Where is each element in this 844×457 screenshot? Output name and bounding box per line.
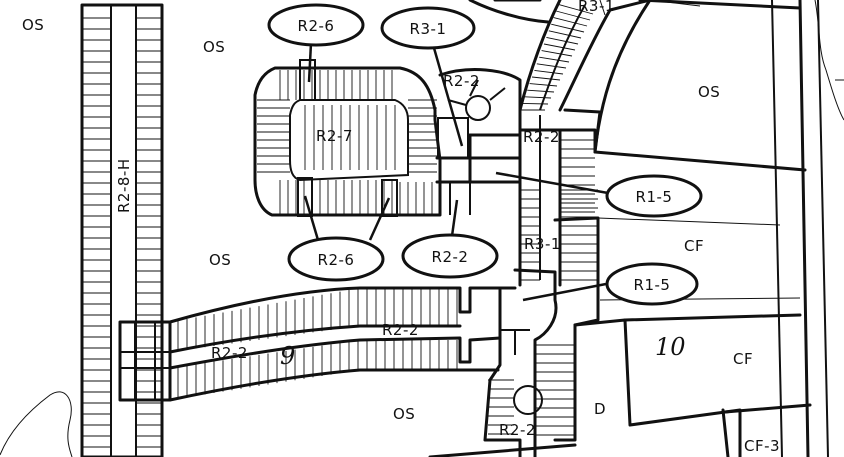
zone-label-d: D — [594, 400, 606, 418]
lot-line — [522, 102, 549, 105]
lot-line — [551, 23, 585, 33]
leader-r2-6-bottom-left — [303, 195, 320, 241]
lot-line — [558, 3, 594, 15]
zone-label-os-nw: OS — [22, 16, 44, 34]
callout-label: R2-6 — [318, 251, 355, 269]
callout-leaders — [303, 42, 609, 302]
callout-label: R2-2 — [432, 248, 469, 266]
zone-label-r2-2-right: R2-2 — [523, 128, 560, 146]
leader-r3-1-top — [432, 47, 464, 147]
r2-8-h-lot-strip — [80, 3, 164, 457]
lot-line — [529, 83, 558, 87]
zone-label-r2-2-top: R2-2 — [443, 72, 480, 90]
south-cul-de-sac — [483, 288, 577, 457]
parcel-number-10: 10 — [655, 333, 686, 361]
parcel-number-9: 9 — [280, 342, 295, 370]
zone-label-r3-1-mid: R3-1 — [524, 235, 561, 253]
r2-7-block — [253, 59, 522, 217]
callout-r2-6-top: R2-6 — [267, 3, 365, 47]
callout-r1-5-a: R1-5 — [605, 174, 703, 218]
lot-line — [546, 36, 579, 45]
zone-label-r2-2-bottom: R2-2 — [499, 421, 536, 439]
east-boundaries — [593, 0, 829, 457]
zone-label-cf-east: CF — [684, 237, 704, 255]
leader-r1-5-a — [495, 171, 609, 195]
callout-r2-6-bottom: R2-6 — [287, 236, 385, 282]
ne-curved-lots — [468, 0, 652, 152]
callout-r2-2-bottom: R2-2 — [401, 233, 499, 279]
zone-label-cf-south: CF — [733, 350, 753, 368]
lot-line — [548, 30, 582, 39]
lot-line — [527, 89, 555, 93]
zone-label-os-top: OS — [203, 38, 225, 56]
lot-line — [541, 50, 573, 57]
zone-label-r2-2-west: R2-2 — [211, 344, 248, 362]
leader-r2-6-bottom-right — [368, 197, 391, 241]
top-cul-de-sac — [438, 68, 522, 121]
callout-label: R3-1 — [410, 20, 447, 38]
callout-r1-5-b: R1-5 — [605, 262, 699, 306]
south-east-parcels — [428, 313, 812, 457]
lot-line — [524, 96, 552, 99]
lot-line — [553, 17, 588, 27]
leader-r2-2-bottom — [450, 199, 459, 237]
callout-label: R2-6 — [298, 17, 335, 35]
callout-label: R1-5 — [634, 276, 671, 294]
zone-label-r2-2-road: R2-2 — [382, 321, 419, 339]
lot-line — [536, 63, 567, 69]
central-r3-1-strip — [513, 108, 602, 457]
zone-label-r2-8-h: R2-8-H — [115, 158, 133, 213]
zone-label-r3-1-ne: R3-1 — [578, 0, 615, 15]
lot-line — [531, 76, 561, 81]
zone-label-os-mid: OS — [209, 251, 231, 269]
lot-line — [555, 10, 591, 21]
leader-r1-5-b — [522, 282, 607, 302]
west-curving-road — [118, 286, 517, 402]
zone-label-os-ne: OS — [698, 83, 720, 101]
zone-label-cf-3: CF-3 — [744, 437, 780, 455]
callout-label: R1-5 — [636, 188, 673, 206]
callout-r3-1-top: R3-1 — [380, 6, 476, 50]
zone-labels: OS OS OS OS OS R3-1 R2-8-H R2-7 R2-2 R2-… — [22, 0, 780, 455]
zone-label-os-south: OS — [393, 405, 415, 423]
lot-line — [543, 43, 576, 51]
lot-line — [539, 56, 570, 63]
zone-label-r2-7: R2-7 — [316, 127, 353, 145]
lot-line — [534, 69, 564, 75]
leader-r2-6-top — [307, 42, 313, 83]
